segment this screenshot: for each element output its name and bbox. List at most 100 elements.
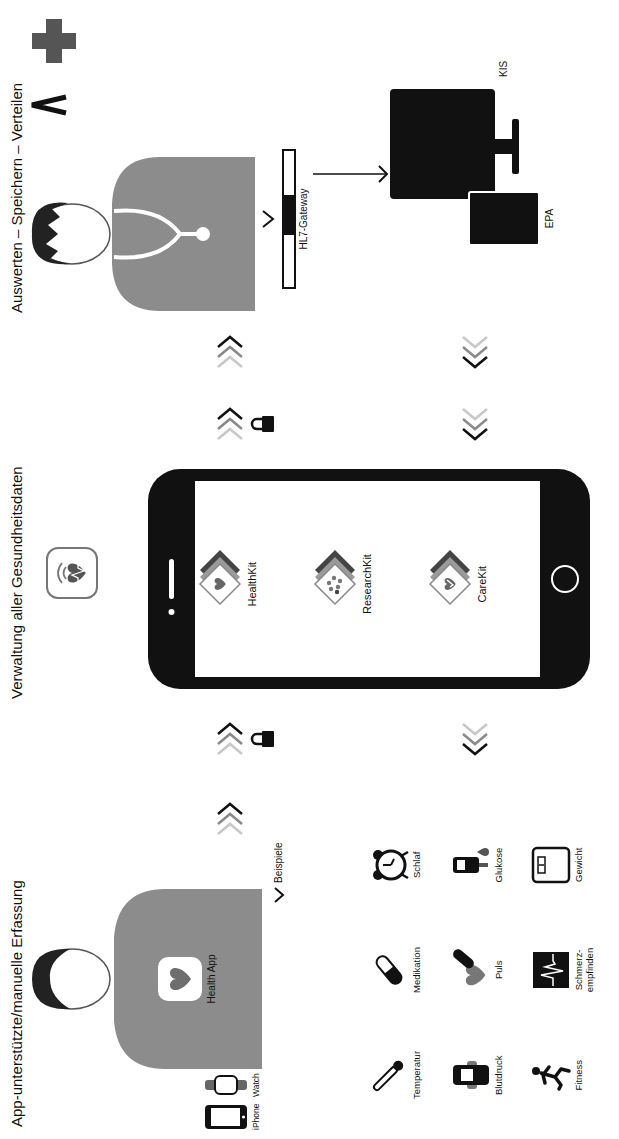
researchkit-icon-part: [329, 587, 333, 591]
lock-icon: [252, 731, 274, 747]
watch-icon: [205, 1076, 247, 1094]
record-box-node: EPA: [468, 191, 540, 246]
smartphone-part: [169, 559, 174, 599]
flow-chevrons-part-part: [463, 734, 487, 744]
thermometer-icon: [371, 1059, 405, 1093]
researchkit-icon-part: [332, 576, 336, 580]
iphone-icon-part: [211, 1108, 240, 1126]
runner-icon-part: [532, 1067, 540, 1075]
patient-figure: [32, 889, 262, 1069]
section-title: App-unterstützte/manuelle Erfassung: [8, 880, 25, 1127]
healthkit-icon-part: [200, 564, 240, 604]
arrow-head: [379, 166, 387, 182]
app-icon-node: Health App: [158, 934, 218, 1024]
researchkit-icon-part: [335, 590, 339, 594]
flow-chevrons-part-part: [463, 724, 487, 734]
example-label: Blutdruck: [494, 1055, 505, 1095]
flow-chevrons-part-part: [218, 804, 242, 814]
flow-chevrons-part-part: [463, 744, 487, 754]
lock-icon-part: [262, 731, 274, 747]
kit-label: CareKit: [476, 566, 489, 603]
example-label: Glukose: [494, 848, 505, 883]
app-tile: [158, 957, 202, 1001]
doctor-figure-part: [112, 157, 255, 311]
flow-chevrons-part: [463, 724, 487, 754]
carekit-icon-part: [445, 578, 456, 590]
alarm-clock-icon-part: [383, 864, 391, 866]
scale-icon: [533, 848, 569, 882]
pain-curve-icon-part: [533, 952, 569, 988]
heart-symbol: [158, 957, 202, 1001]
pain-curve-icon: [533, 952, 569, 988]
flow-chevrons-part: [218, 804, 242, 834]
lock-icon-part: [262, 416, 274, 432]
care-chevron: [32, 97, 66, 113]
monitor-node: KIS: [390, 89, 495, 199]
carekit-icon: [430, 550, 470, 604]
gateway-chevron: [263, 211, 273, 227]
node-text: EPA: [544, 193, 556, 244]
flow-chevrons-part-part: [218, 734, 242, 744]
scale-icon-part: [533, 848, 569, 882]
flow-chevrons-part-part: [218, 744, 242, 754]
kit-label: ResearchKit: [361, 554, 374, 614]
flow-chevrons-part-part: [218, 337, 242, 347]
flow-chevrons-part-part: [463, 409, 487, 419]
pill-icon-part: [374, 954, 404, 986]
connector-line: [313, 173, 387, 175]
health-record-tile-part: [58, 563, 66, 583]
flow-chevrons-part-part: [218, 357, 242, 367]
patient-figure-part: [32, 949, 70, 1009]
thermometer-icon-part: [391, 1059, 405, 1073]
lock-icon-part: [252, 734, 262, 744]
medical-cross: [32, 19, 76, 63]
pill-icon-part: [384, 966, 403, 986]
flow-chevrons-part: [463, 337, 487, 367]
flow-chevrons-part-part: [218, 814, 242, 824]
flow-chevrons-part-part: [218, 429, 242, 439]
glucose-meter-icon: [453, 848, 489, 873]
alarm-clock-icon-part: [391, 859, 394, 865]
device-label: Watch: [252, 1073, 262, 1097]
watch-icon-part: [215, 1076, 237, 1094]
flow-chevrons-part-part: [463, 429, 487, 439]
alarm-clock-icon: [373, 850, 408, 880]
flow-chevrons-part: [218, 724, 242, 754]
gateway-bar: [282, 149, 296, 289]
node-text: Health App: [206, 934, 218, 1024]
doctor-figure-part: [114, 210, 180, 257]
pulse-icon-part: [451, 947, 476, 970]
researchkit-icon-part: [338, 579, 342, 583]
monitor-stand: [494, 119, 519, 174]
node-text: KIS: [498, 61, 510, 77]
blood-pressure-icon-part: [453, 1065, 489, 1085]
researchkit-icon-part: [315, 564, 355, 604]
flow-chevrons-part-part: [463, 419, 487, 429]
researchkit-icon-part: [327, 581, 331, 585]
smartphone-part: [195, 481, 540, 677]
flow-chevrons-part-part: [218, 347, 242, 357]
blood-pressure-icon-part: [461, 1069, 473, 1081]
glucose-meter-icon-part: [477, 848, 489, 856]
glucose-meter-icon-part: [457, 860, 465, 870]
smartphone-part: [148, 469, 590, 689]
pulse-icon: [451, 947, 485, 985]
monitor-stand-part: [512, 119, 519, 174]
healthkit-icon: [200, 550, 240, 604]
lock-icon-part: [252, 419, 262, 429]
pain-curve-icon-part: [541, 954, 563, 986]
section-title: Auswerten – Speichern – Verteilen: [8, 83, 25, 313]
researchkit-icon: [315, 550, 355, 604]
flow-chevrons-part-part: [218, 419, 242, 429]
flow-chevrons-part-part: [463, 347, 487, 357]
runner-icon-part: [541, 1067, 569, 1089]
lock-icon: [252, 416, 274, 432]
doctor-figure-part: [32, 203, 70, 265]
iphone-icon: [205, 1105, 247, 1129]
patient-figure-part: [114, 889, 262, 1069]
doctor-figure-part: [196, 227, 210, 241]
researchkit-icon-part: [336, 585, 340, 589]
health-record-tile-part: [47, 548, 97, 598]
